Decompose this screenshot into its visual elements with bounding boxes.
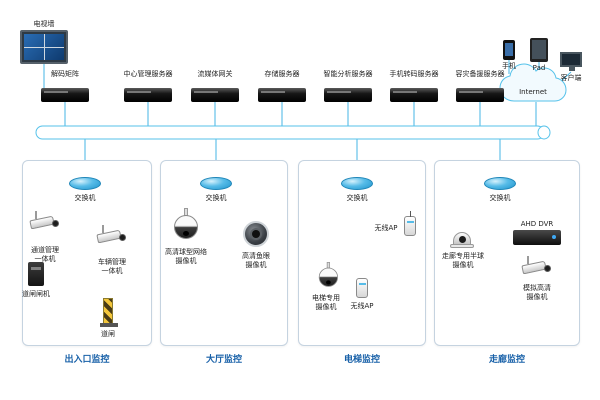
- server-icon-central-mgmt: [124, 88, 172, 102]
- group-box-corridor: [434, 160, 580, 346]
- wireless-ap-top-icon: [404, 211, 416, 236]
- dvr-label: AHD DVR: [520, 220, 554, 228]
- ptz-dome-camera-icon: [173, 208, 199, 242]
- decoder-label: 解码矩阵: [51, 70, 79, 78]
- analog-camera-label: 模拟高清摄像机: [523, 284, 551, 301]
- server-icon-intelligent-analysis: [324, 88, 372, 102]
- channel-camera-label: 通道管理一体机: [31, 246, 59, 263]
- group-box-entrance: [22, 160, 152, 346]
- analog-camera-icon: [520, 256, 554, 280]
- elevator-camera-label: 电梯专用摄像机: [312, 294, 340, 311]
- gate-machine-label: 道闸闸机: [22, 290, 50, 298]
- phone-label: 手机: [502, 62, 516, 70]
- pad-label: Pad: [532, 64, 546, 72]
- ptz-camera-label: 高清球型网络摄像机: [165, 248, 207, 265]
- server-label-mobile-transcode: 手机转码服务器: [389, 70, 439, 78]
- barrier-gate-label: 道闸: [101, 330, 115, 338]
- client-monitor-icon: [560, 52, 582, 71]
- switch-icon-lobby: [200, 177, 232, 190]
- switch-label-corridor: 交换机: [489, 194, 511, 202]
- server-label-intelligent-analysis: 智能分析服务器: [323, 70, 373, 78]
- server-icon-mobile-transcode: [390, 88, 438, 102]
- server-label-streaming-gateway: 流媒体网关: [197, 70, 233, 78]
- group-title-corridor: 走廊监控: [488, 355, 525, 365]
- switch-icon-elevator: [341, 177, 373, 190]
- switch-label-elevator: 交换机: [346, 194, 368, 202]
- server-icon-storage: [258, 88, 306, 102]
- group-title-elevator: 电梯监控: [343, 355, 380, 365]
- group-title-lobby: 大厅监控: [205, 355, 242, 365]
- group-box-lobby: [160, 160, 288, 346]
- tv-wall-screen: [24, 34, 64, 60]
- wireless-ap-top-label: 无线AP: [374, 224, 398, 232]
- server-label-central-mgmt: 中心管理服务器: [123, 70, 173, 78]
- internet-label: Internet: [519, 88, 547, 96]
- fisheye-camera-label: 高清鱼眼摄像机: [242, 252, 270, 269]
- wireless-ap-bottom-label: 无线AP: [350, 302, 374, 310]
- pad-icon: [530, 38, 548, 62]
- corridor-dome-camera-label: 走廊专用半球摄像机: [442, 252, 484, 269]
- phone-icon: [503, 40, 515, 60]
- group-title-entrance: 出入口监控: [64, 355, 110, 365]
- client-label: 客户端: [560, 74, 582, 82]
- corridor-dome-camera-icon: [450, 230, 474, 248]
- vehicle-camera-label: 车辆管理一体机: [98, 258, 126, 275]
- server-label-storage: 存储服务器: [264, 70, 300, 78]
- backbone-pipe: [35, 125, 551, 140]
- internet-cloud: [499, 63, 567, 102]
- decoder-matrix-icon: [41, 88, 89, 102]
- tv-wall-icon: [20, 30, 68, 64]
- group-box-elevator: [298, 160, 426, 346]
- channel-camera-icon: [28, 211, 62, 235]
- switch-label-entrance: 交换机: [74, 194, 96, 202]
- switch-icon-entrance: [69, 177, 101, 190]
- tv-wall-label: 电视墙: [33, 20, 55, 28]
- ahd-dvr-icon: [513, 230, 561, 245]
- vehicle-camera-icon: [95, 225, 129, 249]
- elevator-camera-icon: [318, 262, 339, 289]
- switch-icon-corridor: [484, 177, 516, 190]
- server-icon-disaster-recovery: [456, 88, 504, 102]
- fisheye-camera-icon: [243, 221, 269, 247]
- switch-label-lobby: 交换机: [205, 194, 227, 202]
- gate-machine-icon: [28, 262, 44, 286]
- barrier-gate-icon: [100, 298, 118, 327]
- wireless-ap-bottom-icon: [356, 278, 368, 298]
- server-label-disaster-recovery: 容灾备援服务器: [455, 70, 505, 78]
- server-icon-streaming-gateway: [191, 88, 239, 102]
